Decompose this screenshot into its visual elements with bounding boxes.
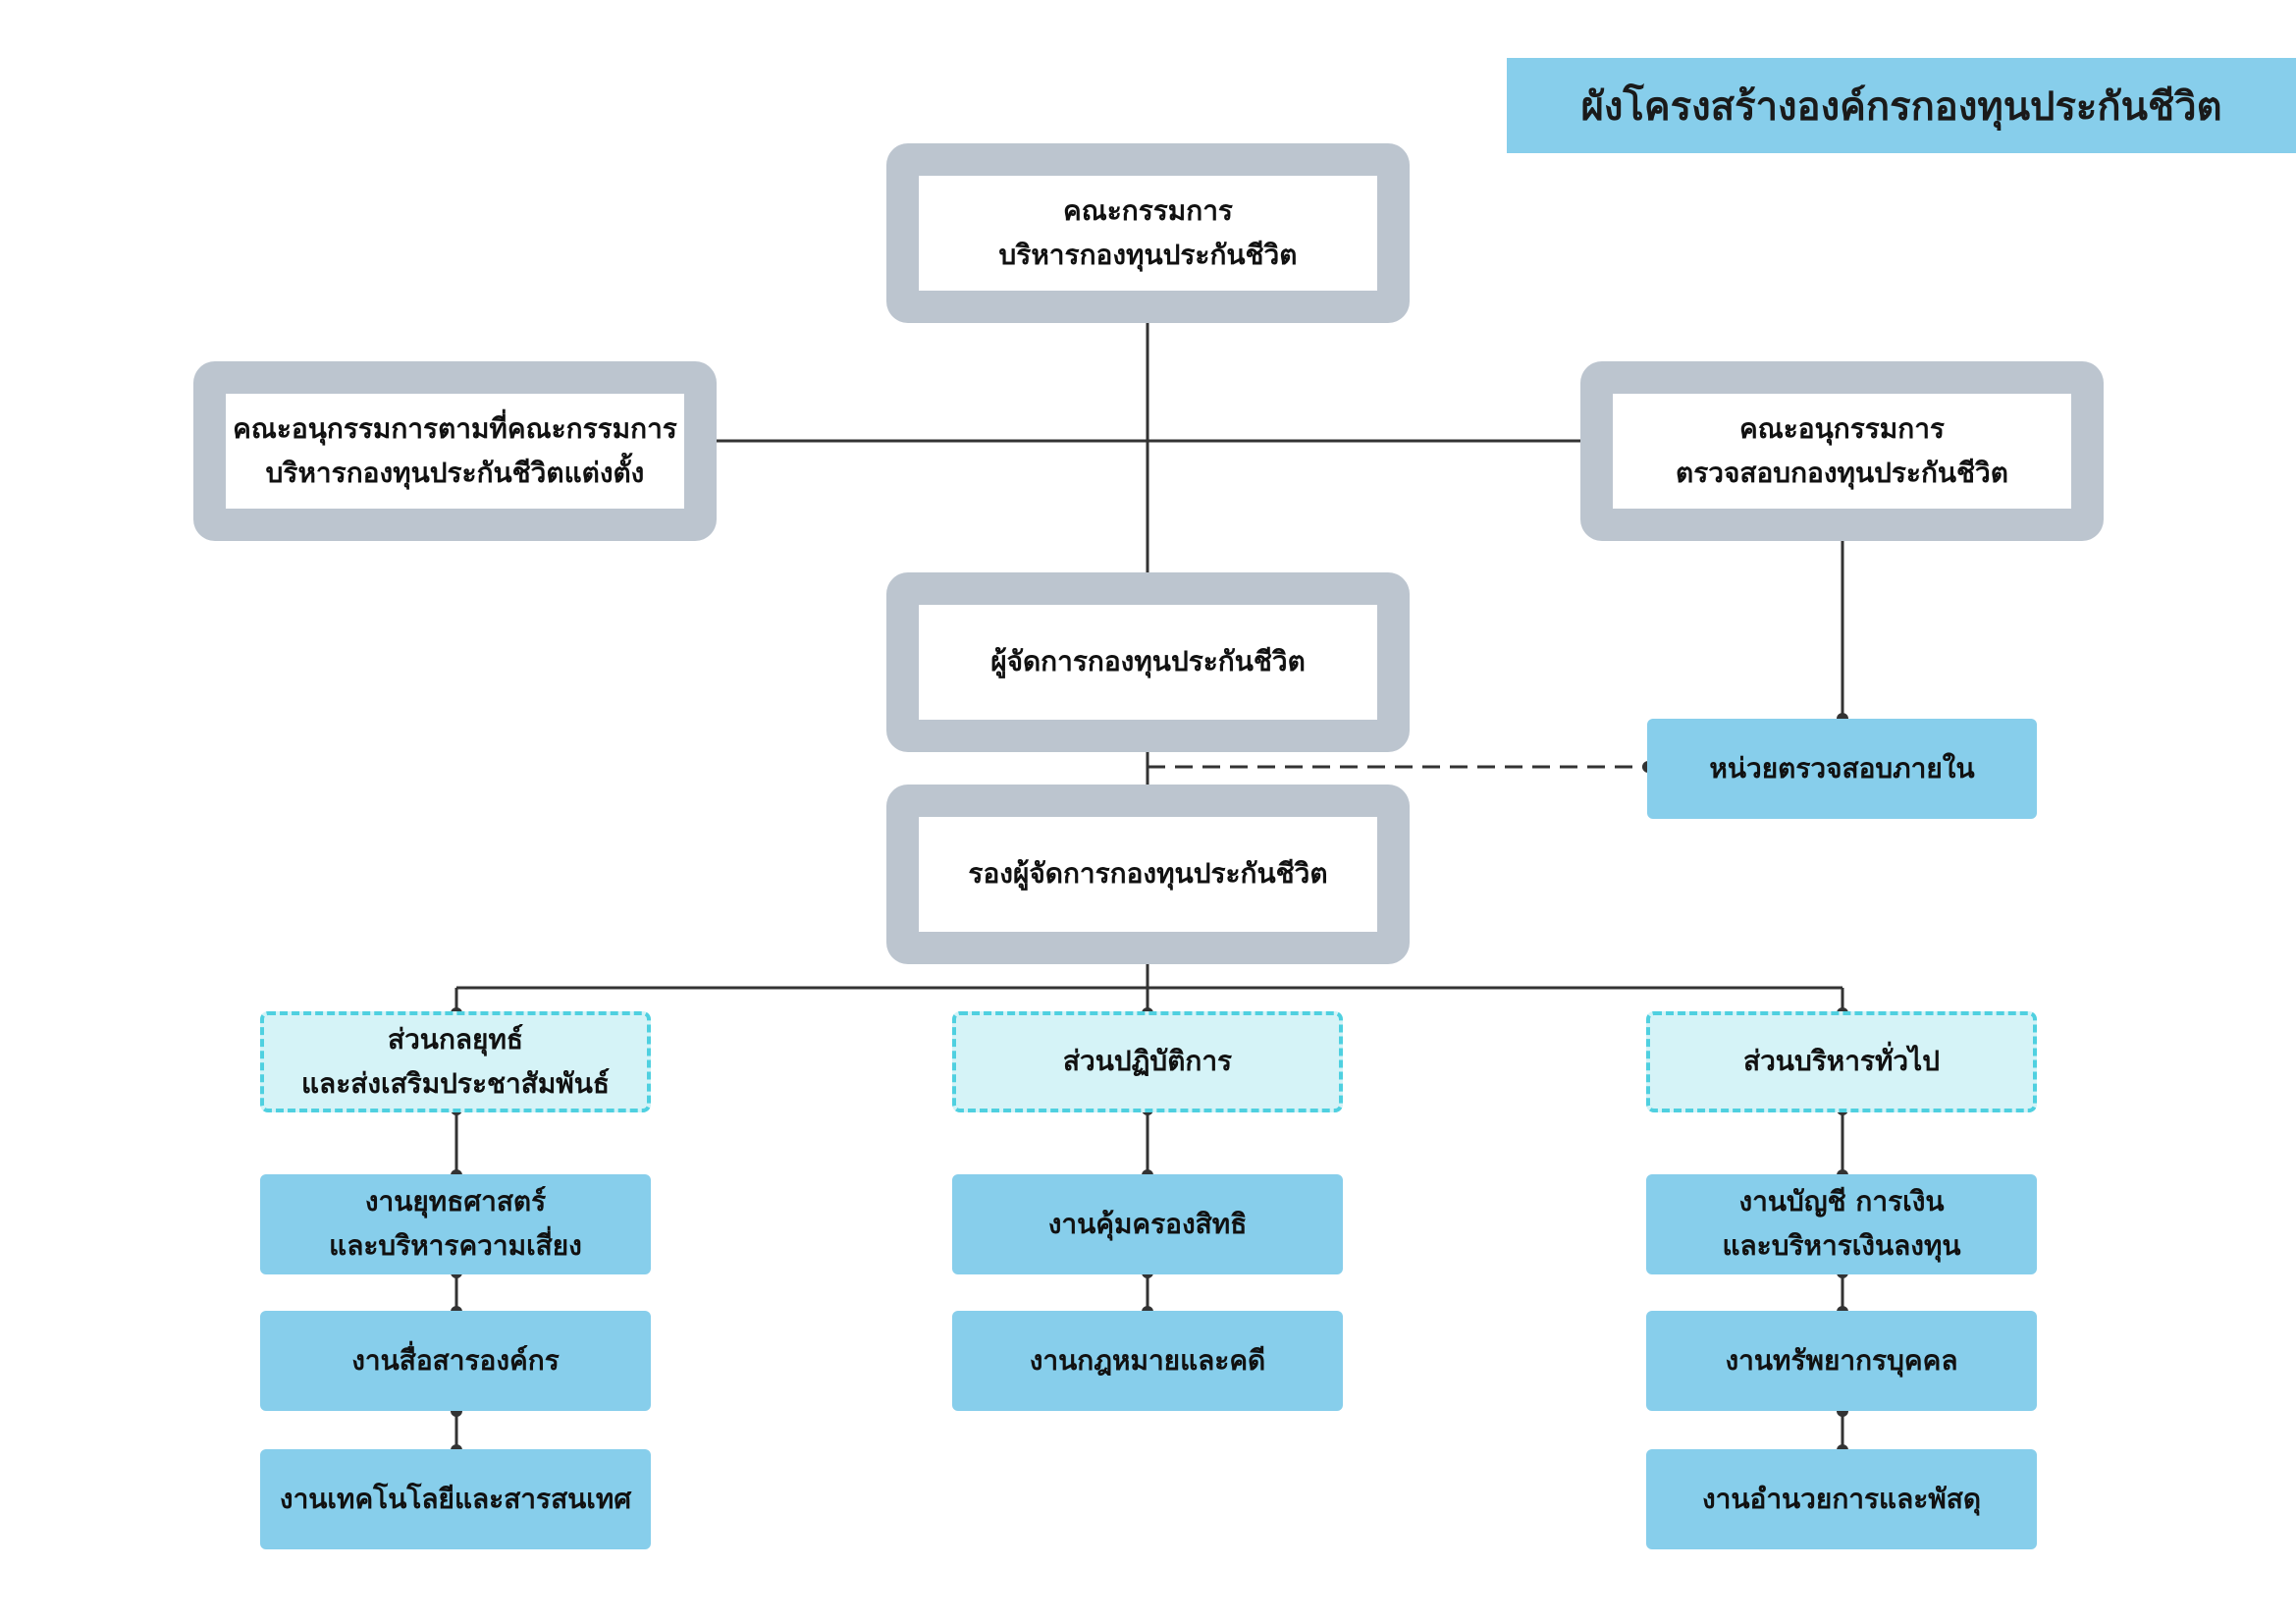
appointed-subcommittee-box: คณะอนุกรรมการตามที่คณะกรรมการ บริหารกองท… bbox=[193, 361, 717, 541]
internal-audit-box: หน่วยตรวจสอบภายใน bbox=[1647, 719, 2037, 819]
division-operations-label: ส่วนปฏิบัติการ bbox=[1062, 1045, 1233, 1078]
unit-label: งานอำนวยการและพัสดุ bbox=[1701, 1482, 1982, 1515]
unit-admin-procurement-box: งานอำนวยการและพัสดุ bbox=[1646, 1449, 2037, 1549]
audit-subcommittee-line1: คณะอนุกรรมการ bbox=[1739, 411, 1945, 445]
unit-strategy-risk-box: งานยุทธศาสตร์ และบริหารความเสี่ยง bbox=[260, 1174, 651, 1274]
unit-label-line2: และบริหารความเสี่ยง bbox=[329, 1229, 582, 1262]
unit-label-line1: งานยุทธศาสตร์ bbox=[364, 1185, 547, 1218]
board-label-line2: บริหารกองทุนประกันชีวิต bbox=[998, 238, 1298, 271]
unit-label-line2: และบริหารเงินลงทุน bbox=[1722, 1229, 1961, 1262]
unit-rights-protection-box: งานคุ้มครองสิทธิ bbox=[952, 1174, 1343, 1274]
division-general-label: ส่วนบริหารทั่วไป bbox=[1742, 1045, 1941, 1078]
unit-label: งานเทคโนโลยีและสารสนเทศ bbox=[279, 1482, 632, 1515]
manager-box: ผู้จัดการกองทุนประกันชีวิต bbox=[886, 572, 1410, 752]
board-box: คณะกรรมการ บริหารกองทุนประกันชีวิต bbox=[886, 143, 1410, 323]
unit-label: งานกฎหมายและคดี bbox=[1029, 1343, 1266, 1377]
internal-audit-label: หน่วยตรวจสอบภายใน bbox=[1709, 751, 1975, 785]
page-title: ผังโครงสร้างองค์กรกองทุนประกันชีวิต bbox=[1507, 58, 2296, 153]
deputy-manager-box: รองผู้จัดการกองทุนประกันชีวิต bbox=[886, 785, 1410, 964]
manager-label: ผู้จัดการกองทุนประกันชีวิต bbox=[990, 645, 1306, 678]
deputy-manager-label: รองผู้จัดการกองทุนประกันชีวิต bbox=[968, 857, 1328, 891]
division-general-box: ส่วนบริหารทั่วไป bbox=[1646, 1011, 2037, 1112]
audit-subcommittee-box: คณะอนุกรรมการ ตรวจสอบกองทุนประกันชีวิต bbox=[1580, 361, 2104, 541]
unit-label-line1: งานบัญชี การเงิน bbox=[1738, 1185, 1945, 1218]
division-operations-box: ส่วนปฏิบัติการ bbox=[952, 1011, 1343, 1112]
division-strategy-line2: และส่งเสริมประชาสัมพันธ์ bbox=[301, 1066, 610, 1100]
unit-corporate-communication-box: งานสื่อสารองค์กร bbox=[260, 1311, 651, 1411]
unit-label: งานทรัพยากรบุคคล bbox=[1725, 1343, 1958, 1377]
unit-legal-box: งานกฎหมายและคดี bbox=[952, 1311, 1343, 1411]
unit-it-box: งานเทคโนโลยีและสารสนเทศ bbox=[260, 1449, 651, 1549]
unit-human-resources-box: งานทรัพยากรบุคคล bbox=[1646, 1311, 2037, 1411]
appointed-subcommittee-line1: คณะอนุกรรมการตามที่คณะกรรมการ bbox=[233, 411, 677, 445]
division-strategy-box: ส่วนกลยุทธ์ และส่งเสริมประชาสัมพันธ์ bbox=[260, 1011, 651, 1112]
unit-accounting-finance-box: งานบัญชี การเงิน และบริหารเงินลงทุน bbox=[1646, 1174, 2037, 1274]
board-label-line1: คณะกรรมการ bbox=[1063, 193, 1233, 227]
appointed-subcommittee-line2: บริหารกองทุนประกันชีวิตแต่งตั้ง bbox=[265, 456, 645, 489]
unit-label: งานสื่อสารองค์กร bbox=[351, 1343, 560, 1377]
audit-subcommittee-line2: ตรวจสอบกองทุนประกันชีวิต bbox=[1676, 456, 2008, 489]
unit-label: งานคุ้มครองสิทธิ bbox=[1047, 1207, 1248, 1240]
division-strategy-line1: ส่วนกลยุทธ์ bbox=[387, 1022, 524, 1056]
